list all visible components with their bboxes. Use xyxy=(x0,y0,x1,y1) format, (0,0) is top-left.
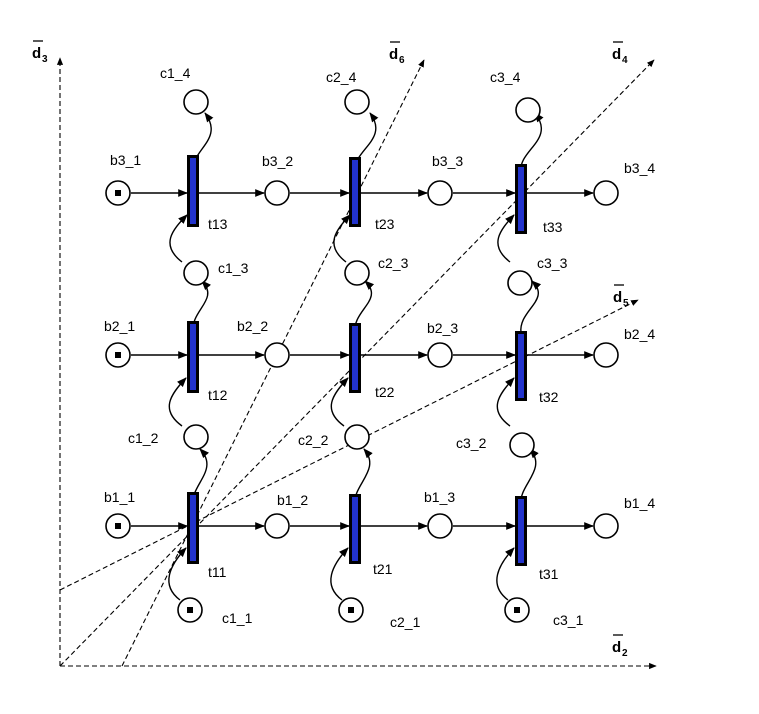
label-c2_3: c2_3 xyxy=(378,255,409,271)
axis-d2-label: d xyxy=(612,639,621,656)
label-c3_3: c3_3 xyxy=(537,255,568,271)
place-b3_1 xyxy=(105,180,131,206)
transition-t23 xyxy=(349,157,361,227)
place-c1_2 xyxy=(183,424,209,450)
label-c1_4: c1_4 xyxy=(160,65,191,81)
place-b1_1 xyxy=(105,513,131,539)
place-b2_1 xyxy=(105,342,131,368)
transition-t32 xyxy=(515,331,527,401)
place-c2_1 xyxy=(338,597,364,623)
place-c1_4 xyxy=(183,89,209,115)
transition-t33 xyxy=(515,164,527,234)
axis-d3-label: d xyxy=(32,45,41,62)
label-c1_2: c1_2 xyxy=(128,430,159,446)
label-c3_4: c3_4 xyxy=(490,69,521,85)
axis-d2-sub: 2 xyxy=(622,648,628,659)
place-b2_2 xyxy=(264,342,290,368)
label-b2_3: b2_3 xyxy=(427,320,458,336)
label-t11: t11 xyxy=(208,564,227,580)
place-b1_4 xyxy=(593,513,619,539)
place-labels: b1_1 b1_2 b1_3 b1_4 b2_1 b2_2 b2_3 b2_4 … xyxy=(104,65,655,630)
place-b3_4 xyxy=(593,180,619,206)
label-b2_2: b2_2 xyxy=(237,318,268,334)
place-c2_2 xyxy=(344,424,370,450)
label-b2_1: b2_1 xyxy=(104,318,135,334)
transition-labels: t11 t21 t31 t12 t22 t32 t13 t23 t33 xyxy=(208,216,563,582)
label-t31: t31 xyxy=(539,566,559,582)
place-c2_4 xyxy=(344,89,370,115)
label-b3_2: b3_2 xyxy=(262,153,293,169)
label-c1_3: c1_3 xyxy=(218,260,249,276)
label-b1_2: b1_2 xyxy=(277,492,308,508)
place-c3_1 xyxy=(504,597,530,623)
label-b1_1: b1_1 xyxy=(104,489,135,505)
place-c1_1 xyxy=(177,597,203,623)
label-t32: t32 xyxy=(539,389,559,405)
place-c2_3 xyxy=(344,260,370,286)
transition-t22 xyxy=(349,323,361,393)
label-t21: t21 xyxy=(373,561,393,577)
label-b3_4: b3_4 xyxy=(624,160,655,176)
transitions xyxy=(187,155,527,566)
transition-t11 xyxy=(187,492,199,564)
place-c3_4 xyxy=(515,97,541,123)
label-b1_3: b1_3 xyxy=(424,489,455,505)
place-b1_3 xyxy=(427,513,453,539)
transition-t13 xyxy=(187,155,199,227)
place-b2_4 xyxy=(593,342,619,368)
place-b3_3 xyxy=(427,180,453,206)
axis-d5-label: d xyxy=(613,289,622,306)
label-t12: t12 xyxy=(208,387,228,403)
label-c2_4: c2_4 xyxy=(326,69,357,85)
label-t13: t13 xyxy=(208,216,228,232)
label-t33: t33 xyxy=(543,219,563,235)
axis-d5-sub: 5 xyxy=(623,298,629,309)
place-b3_2 xyxy=(264,180,290,206)
label-c2_1: c2_1 xyxy=(390,614,421,630)
label-b1_4: b1_4 xyxy=(624,495,655,511)
axis-d4-sub: 4 xyxy=(622,55,628,66)
label-b3_3: b3_3 xyxy=(432,153,463,169)
place-b2_3 xyxy=(427,342,453,368)
place-c3_2 xyxy=(509,432,535,458)
label-c2_2: c2_2 xyxy=(298,432,329,448)
place-b1_2 xyxy=(264,513,290,539)
transition-t12 xyxy=(187,321,199,393)
place-c1_3 xyxy=(183,260,209,286)
places xyxy=(105,89,619,623)
axis-d6-label: d xyxy=(389,46,398,63)
axis-d4-label: d xyxy=(612,46,621,63)
label-c1_1: c1_1 xyxy=(222,610,253,626)
place-c3_3 xyxy=(507,270,533,296)
horizontal-arcs xyxy=(131,189,594,530)
transition-t21 xyxy=(349,494,361,564)
label-t23: t23 xyxy=(375,216,395,232)
label-c3_1: c3_1 xyxy=(553,612,584,628)
label-b3_1: b3_1 xyxy=(110,152,141,168)
label-c3_2: c3_2 xyxy=(456,435,487,451)
transition-t31 xyxy=(515,496,527,566)
axis-labels: d 3 d 6 d 4 d 5 d 2 xyxy=(32,40,629,659)
axis-d6-sub: 6 xyxy=(399,55,405,66)
label-t22: t22 xyxy=(375,384,395,400)
axis-d3-sub: 3 xyxy=(42,54,48,65)
label-b2_4: b2_4 xyxy=(624,326,655,342)
